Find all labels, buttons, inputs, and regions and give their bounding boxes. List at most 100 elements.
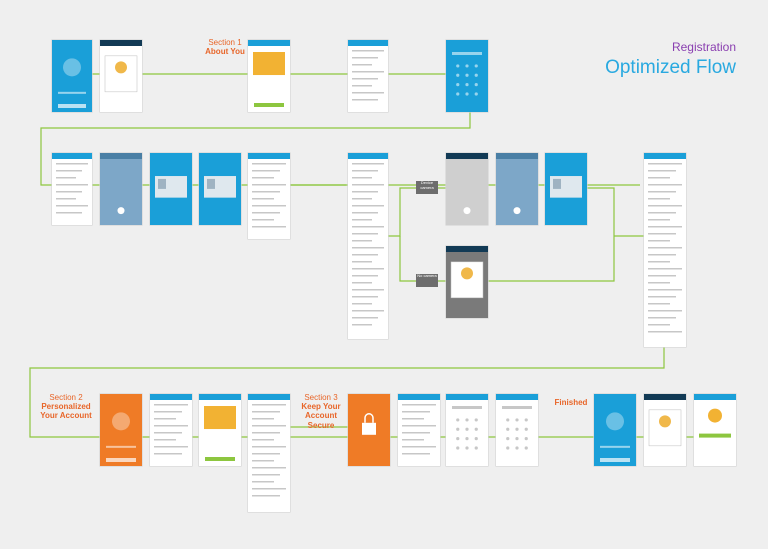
screen-text-line [648,268,682,270]
screen-text-line [352,99,378,101]
keypad-dot [506,437,510,441]
screen-text-line [154,453,182,455]
screen-text-line [648,275,676,277]
screen-body [594,394,636,466]
screen-text-line [56,163,88,165]
keypad-dot [524,446,528,450]
screen-header [594,394,636,400]
screen-text-line [252,439,274,441]
screen-text-line [352,57,378,59]
screen-text-line [352,78,378,80]
screen-header [248,40,290,46]
screen-text-line [352,289,384,291]
shutter-button [117,207,125,215]
screen-text-line [648,177,670,179]
flow-connector-7 [487,187,615,282]
keypad-dot [474,73,478,77]
screen-header [100,394,142,400]
keypad-dot [474,64,478,68]
screen-text-line [648,247,682,249]
screen-text-line [402,418,424,420]
id-card-photo [158,178,166,189]
screen-text-line [56,184,88,186]
screen-text-line [252,219,274,221]
screen-thumbnail-21 [347,393,391,467]
decision-device-camera: Device camera [416,180,438,194]
screen-text-line [352,205,384,207]
screen-header [644,394,686,400]
diagram-title: Registration [671,40,736,54]
screen-text-line [252,474,280,476]
keypad-dot [474,437,478,441]
screen-thumbnail-18 [149,393,193,467]
screen-text-line [648,261,670,263]
screen-text-line [648,205,682,207]
avatar-illustration [708,408,722,423]
keypad-dot [474,83,478,87]
screen-thumbnail-20 [247,393,291,513]
screen-body [446,153,488,225]
section-2-title: Personalized Your Account [40,402,92,421]
lock-shackle [364,413,374,423]
keypad-dot [515,418,519,422]
screen-text-line [648,310,682,312]
screen-header [446,153,488,159]
section-3-number: Section 3 [304,393,338,402]
flow-connector-4 [399,236,416,282]
screen-text-line [402,432,430,434]
screen-text-line [56,198,76,200]
decision-no-camera-text: No camera [417,273,437,278]
screen-text-line [252,467,286,469]
keypad-dot [456,92,460,96]
screen-header [248,153,290,159]
screen-header [199,153,241,159]
screen-text-line [352,212,378,214]
hero-illustration [112,412,130,431]
screen-header [694,394,736,400]
screen-text-line [352,233,378,235]
finished-title: Finished [554,398,588,407]
screen-thumbnail-19 [198,393,242,467]
keypad-dot [515,446,519,450]
screen-text-line [154,418,176,420]
screen-text-line [648,170,676,172]
screen-text-line [252,226,286,228]
screen-text-line [402,404,436,406]
hero-button [600,458,630,462]
keypad-dot [474,418,478,422]
section-3-title: Keep Your Account Secure [301,402,341,430]
screen-text-line [352,303,372,305]
screen-text-line [352,50,384,52]
screen-header [446,394,488,400]
screen-text-line [252,170,280,172]
screen-text-line [352,191,378,193]
screen-body [100,153,142,225]
screen-text-line [154,432,182,434]
screen-body [199,394,241,466]
flow-connector-3 [388,187,416,237]
screen-body [496,153,538,225]
screen-text-line [648,296,676,298]
screen-text-line [402,425,436,427]
diagram-subtitle: Optimized Flow [605,57,736,78]
screen-thumbnail-16 [643,152,687,348]
section-2-number: Section 2 [49,393,83,402]
pin-field [452,52,482,55]
screen-text-line [56,170,82,172]
screen-text-line [648,198,670,200]
screen-text-line [352,71,384,73]
keypad-dot [456,446,460,450]
dialog-panel [104,55,138,93]
screen-thumbnail-6 [51,152,93,226]
keypad-dot [465,418,469,422]
screen-text-line [352,317,378,319]
screen-thumbnail-7 [99,152,143,226]
keypad-dot [524,418,528,422]
screen-text-line [352,268,384,270]
screen-text-line [352,170,378,172]
screen-text-line [648,191,676,193]
screen-text-line [154,404,188,406]
card-illustration [253,52,285,76]
screen-text-line [648,331,682,333]
